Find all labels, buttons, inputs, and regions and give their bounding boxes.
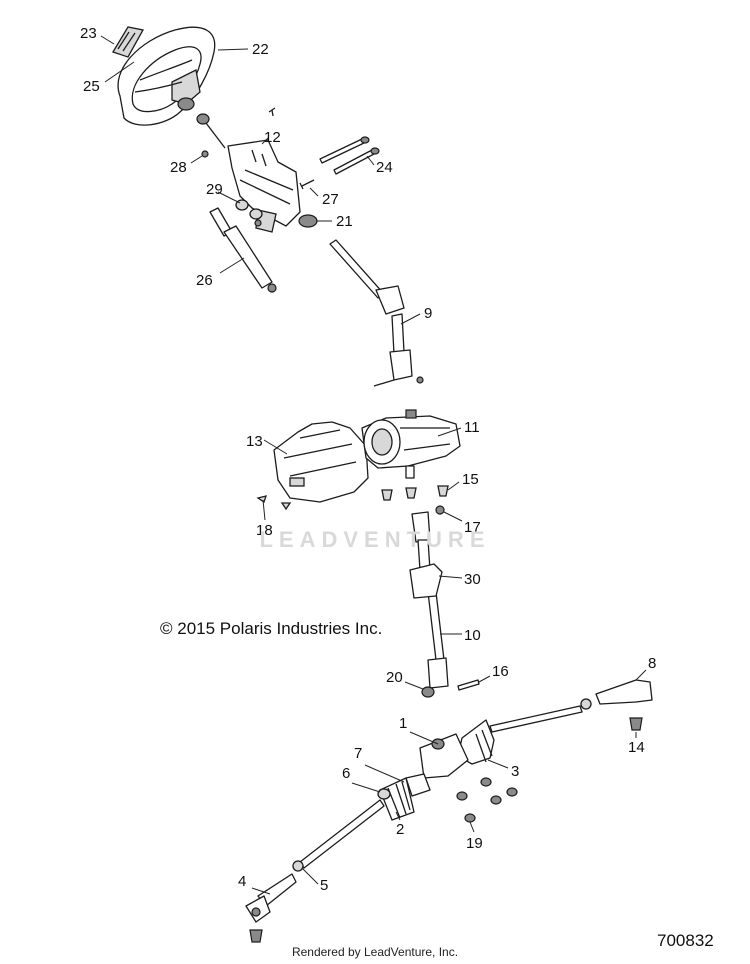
part-steering-wheel bbox=[117, 26, 216, 126]
callout-24: 24 bbox=[376, 159, 393, 176]
part-screw-27 bbox=[299, 179, 315, 190]
callout-11: 11 bbox=[464, 419, 480, 436]
part-bolts-15 bbox=[381, 485, 449, 501]
part-steering-wheel-cap bbox=[112, 26, 145, 58]
part-dust-boot bbox=[409, 563, 443, 599]
callout-10: 10 bbox=[464, 627, 481, 644]
part-lower-shaft bbox=[411, 511, 449, 689]
callout-22: 22 bbox=[252, 41, 269, 58]
callout-8: 8 bbox=[648, 655, 656, 672]
part-bolt-16 bbox=[457, 679, 480, 691]
callout-7: 7 bbox=[354, 745, 362, 762]
callout-4: 4 bbox=[238, 873, 246, 890]
part-washer-17 bbox=[435, 505, 445, 515]
watermark: LEADVENTURE bbox=[259, 527, 491, 552]
callout-29: 29 bbox=[206, 181, 223, 198]
callout-30: 30 bbox=[464, 571, 481, 588]
callout-13: 13 bbox=[246, 433, 263, 450]
part-screws-18 bbox=[256, 495, 292, 511]
part-tie-rod-end-right bbox=[580, 679, 653, 710]
callout-19: 19 bbox=[466, 835, 483, 852]
part-screw bbox=[268, 107, 276, 117]
part-long-bolts bbox=[319, 136, 380, 175]
callout-17: 17 bbox=[464, 519, 481, 536]
callout-15: 15 bbox=[462, 471, 479, 488]
callout-21: 21 bbox=[336, 213, 353, 230]
callout-28: 28 bbox=[170, 159, 187, 176]
part-eps-cover bbox=[273, 421, 369, 503]
callout-18: 18 bbox=[256, 522, 273, 539]
part-nut-20 bbox=[421, 686, 435, 698]
part-tie-rod-end-left bbox=[245, 860, 304, 943]
part-gas-strut bbox=[209, 207, 277, 293]
callout-16: 16 bbox=[492, 663, 509, 680]
part-upper-shaft bbox=[329, 239, 424, 387]
callout-1: 1 bbox=[399, 715, 407, 732]
callout-27: 27 bbox=[322, 191, 339, 208]
rendered-by-footer: Rendered by LeadVenture, Inc. bbox=[291, 945, 459, 959]
part-nut-21 bbox=[298, 214, 318, 228]
callout-5: 5 bbox=[320, 877, 328, 894]
part-column-bracket bbox=[196, 113, 301, 233]
leader-lines bbox=[100, 35, 647, 895]
callout-labels: 23 22 25 12 28 24 29 27 21 26 9 13 11 15… bbox=[80, 25, 656, 894]
part-nut-14 bbox=[629, 717, 643, 731]
callout-3: 3 bbox=[511, 763, 519, 780]
callout-2: 2 bbox=[396, 821, 404, 838]
callout-26: 26 bbox=[196, 272, 213, 289]
callout-14: 14 bbox=[628, 739, 645, 756]
callout-25: 25 bbox=[83, 78, 100, 95]
callout-6: 6 bbox=[342, 765, 350, 782]
part-bolt-28 bbox=[201, 150, 209, 158]
callout-20: 20 bbox=[386, 669, 403, 686]
callout-12: 12 bbox=[264, 129, 281, 146]
part-nuts-19 bbox=[456, 777, 518, 823]
part-eps-unit bbox=[361, 409, 461, 479]
diagram-id: 700832 bbox=[657, 931, 714, 950]
part-bushings bbox=[235, 199, 263, 227]
callout-9: 9 bbox=[424, 305, 432, 322]
part-steering-rack bbox=[299, 705, 583, 869]
copyright-notice: © 2015 Polaris Industries Inc. bbox=[160, 619, 383, 638]
callout-23: 23 bbox=[80, 25, 97, 42]
